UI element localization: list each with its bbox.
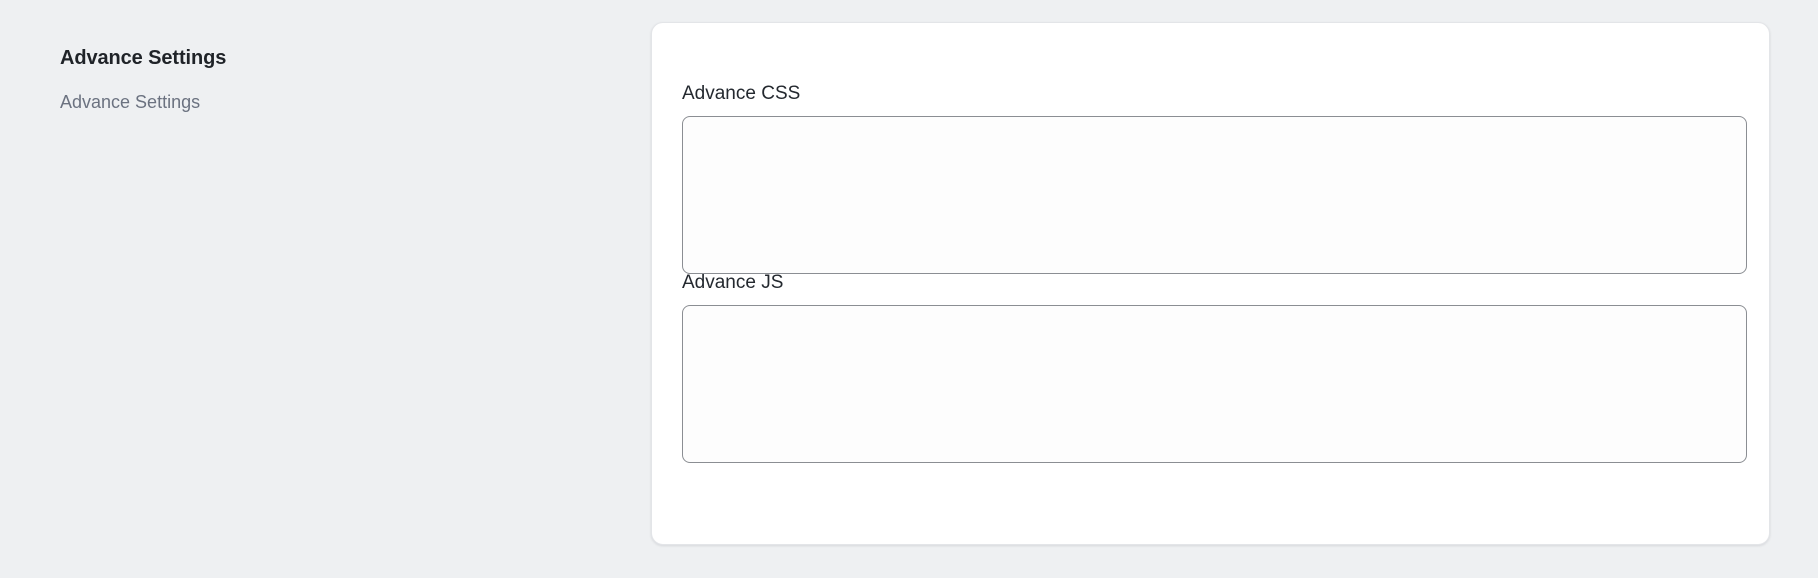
advance-js-label: Advance JS <box>682 272 784 293</box>
advance-settings-card: Advance CSS Advance JS <box>651 22 1770 545</box>
advance-css-field-group: Advance CSS <box>682 81 1747 274</box>
advance-js-field-group: Advance JS <box>682 270 1747 463</box>
settings-section-description: Advance Settings Advance Settings <box>60 44 580 115</box>
page-subtitle: Advance Settings <box>60 92 201 112</box>
page-title: Advance Settings <box>60 47 227 69</box>
advance-js-input[interactable] <box>682 305 1747 463</box>
advance-css-label: Advance CSS <box>682 83 801 104</box>
advance-css-input[interactable] <box>682 116 1747 274</box>
